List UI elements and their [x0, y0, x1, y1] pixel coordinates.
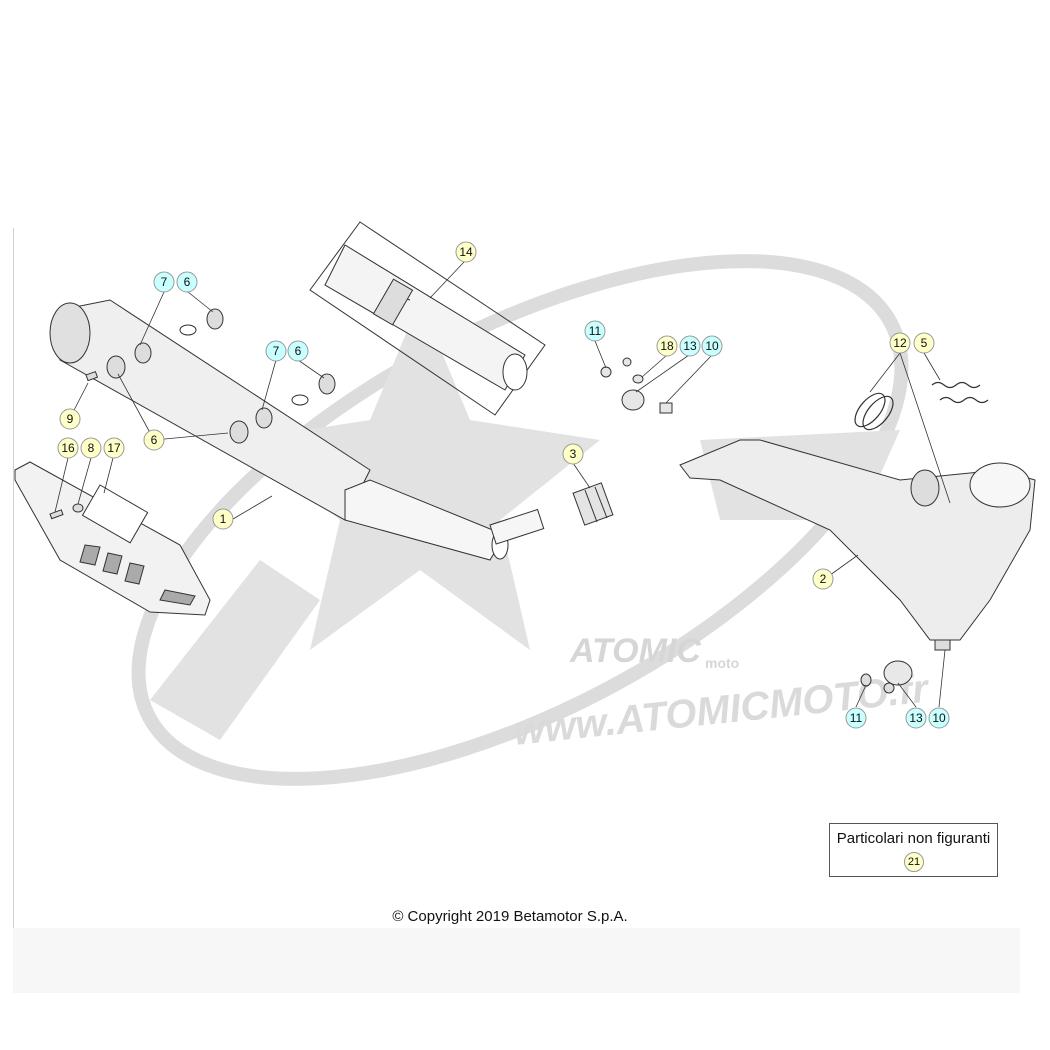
- svg-text:12: 12: [893, 336, 907, 350]
- svg-text:13: 13: [909, 711, 923, 725]
- svg-text:6: 6: [151, 433, 158, 447]
- footer-band: [13, 928, 1020, 993]
- callouts: 1 2 3 5 6 6 6 7 7 8 9 10 10 11 11 12 13 …: [57, 241, 950, 729]
- callout-13-a: 13: [679, 335, 701, 357]
- watermark-brand-sub: moto: [705, 655, 739, 671]
- frame-left-border: [13, 228, 14, 993]
- part-14-wool-box: [309, 221, 546, 416]
- callout-13-b: 13: [905, 707, 927, 729]
- callout-17: 17: [103, 437, 125, 459]
- svg-text:13: 13: [683, 339, 697, 353]
- callout-10-a: 10: [701, 335, 723, 357]
- heat-shield: [14, 461, 211, 616]
- callout-18: 18: [656, 335, 678, 357]
- not-shown-label: Particolari non figuranti: [836, 830, 991, 847]
- svg-text:7: 7: [273, 344, 280, 358]
- svg-text:1: 1: [220, 512, 227, 526]
- callout-6-c: 6: [287, 340, 309, 362]
- svg-text:16: 16: [61, 441, 75, 455]
- callout-6-b: 6: [176, 271, 198, 293]
- svg-text:10: 10: [932, 711, 946, 725]
- lower-bracket-hardware: [860, 673, 895, 694]
- svg-text:11: 11: [850, 711, 863, 725]
- svg-text:18: 18: [660, 339, 674, 353]
- callout-14: 14: [455, 241, 477, 263]
- callout-9: 9: [59, 408, 81, 430]
- part-5-springs: [931, 381, 989, 404]
- callout-6-a: 6: [143, 429, 165, 451]
- svg-text:7: 7: [161, 275, 168, 289]
- part-12-o-rings: [854, 392, 894, 431]
- svg-text:3: 3: [570, 447, 577, 461]
- callout-7-a: 7: [153, 271, 175, 293]
- svg-text:9: 9: [67, 412, 74, 426]
- part-2-expansion-chamber: [679, 439, 1036, 686]
- callout-3: 3: [562, 443, 584, 465]
- svg-text:11: 11: [589, 324, 602, 338]
- callout-16: 16: [57, 437, 79, 459]
- svg-text:2: 2: [820, 572, 827, 586]
- svg-text:6: 6: [184, 275, 191, 289]
- watermark-brand: ATOMIC: [569, 632, 701, 670]
- callout-8: 8: [80, 437, 102, 459]
- callout-11-a: 11: [584, 320, 606, 342]
- hardware-washers: [49, 308, 336, 520]
- svg-text:6: 6: [295, 344, 302, 358]
- callout-11-b: 11: [845, 707, 867, 729]
- callout-2: 2: [812, 568, 834, 590]
- callout-5: 5: [913, 332, 935, 354]
- svg-text:8: 8: [88, 441, 95, 455]
- svg-text:14: 14: [459, 245, 473, 259]
- svg-text:10: 10: [705, 339, 719, 353]
- callout-1: 1: [212, 508, 234, 530]
- callout-10-b: 10: [928, 707, 950, 729]
- upper-bracket: [600, 357, 673, 414]
- callout-21: 21: [904, 852, 924, 872]
- callout-7-b: 7: [265, 340, 287, 362]
- not-shown-parts-box: Particolari non figuranti 21: [829, 823, 998, 877]
- svg-text:5: 5: [921, 336, 928, 350]
- callout-12: 12: [889, 332, 911, 354]
- svg-text:17: 17: [107, 441, 121, 455]
- copyright-text: © Copyright 2019 Betamotor S.p.A.: [392, 908, 628, 925]
- part-3-connector: [572, 482, 614, 526]
